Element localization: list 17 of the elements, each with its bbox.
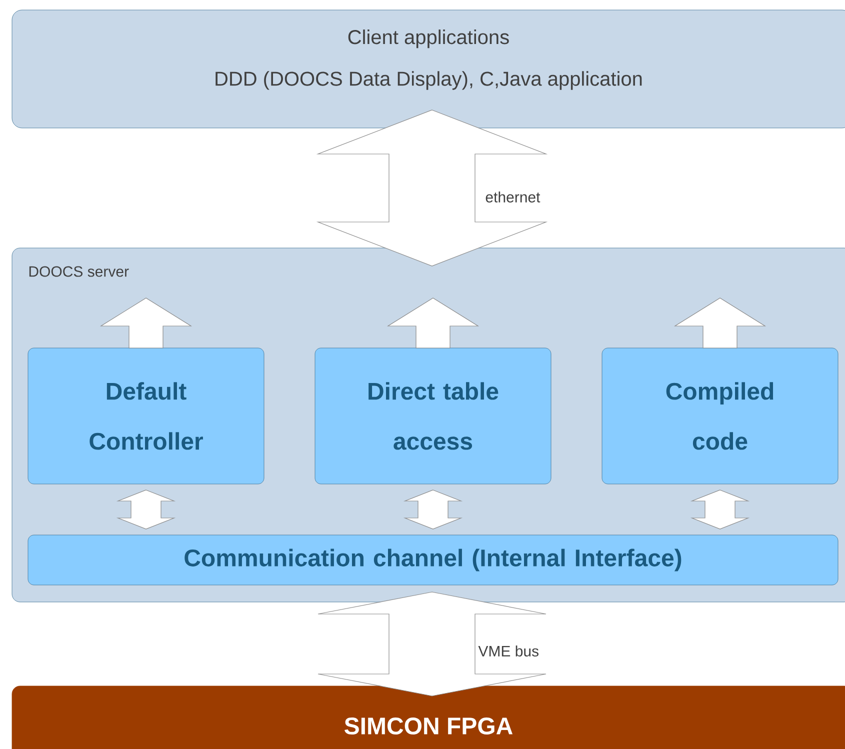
component-box: Direct table access <box>314 348 552 484</box>
edge-label: VME bus <box>478 646 538 656</box>
client-box: Client applications DDD (DOOCS Data Display), C,Java application <box>12 10 845 128</box>
component-box: Communication channel (Internal Interface) <box>28 534 838 586</box>
hardware-box: SIMCON FPGA <box>12 686 845 749</box>
edge-label: ethernet <box>486 191 540 202</box>
block-arrow <box>316 110 548 266</box>
block-arrow <box>386 298 480 348</box>
block-arrow <box>116 490 176 530</box>
component-box: Default Controller <box>28 348 264 484</box>
block-arrow <box>674 298 766 348</box>
block-arrow <box>403 490 463 530</box>
block-arrow <box>690 490 750 530</box>
block-arrow <box>100 298 192 348</box>
component-box: Compiled code <box>602 348 838 484</box>
panel-title: DOOCS server <box>29 266 129 277</box>
block-arrow <box>318 592 546 696</box>
